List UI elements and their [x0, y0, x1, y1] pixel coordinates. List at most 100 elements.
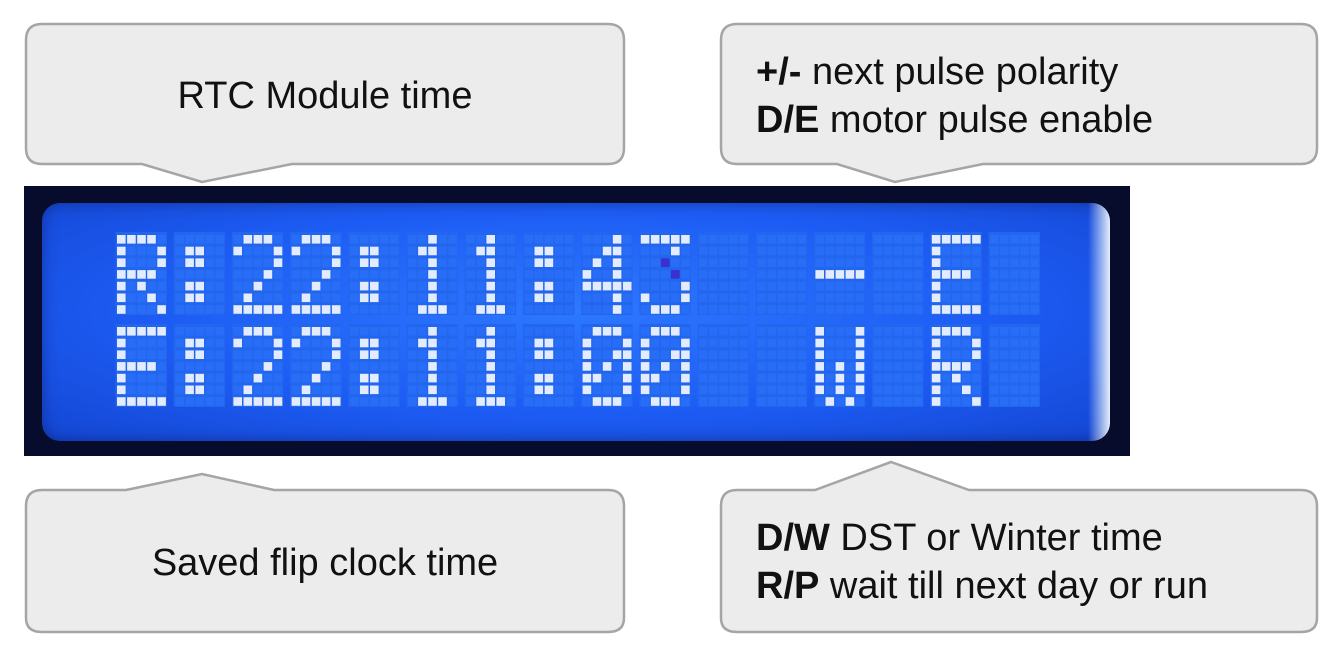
lcd-pixel-off — [767, 293, 776, 303]
lcd-pixel-off — [903, 246, 913, 256]
lcd-pixel-off — [321, 246, 331, 256]
lcd-pixel-on — [331, 397, 341, 406]
lcd-pixel-on — [147, 293, 156, 303]
lcd-pixel-off — [349, 373, 359, 383]
lcd-pixel-on — [486, 235, 495, 244]
lcd-pixel-off — [253, 362, 263, 371]
lcd-pixel-off — [233, 385, 242, 395]
lcd-pixel-off — [757, 362, 766, 371]
lcd-pixel-off — [903, 281, 913, 291]
lcd-pixel-on — [612, 235, 622, 244]
lcd-pixel-on — [321, 305, 331, 314]
lcd-pixel-off — [825, 385, 835, 395]
lcd-pixel-off — [127, 258, 136, 267]
lcd-pixel-on — [137, 397, 146, 406]
lcd-pixel-on — [622, 362, 632, 371]
lcd-pixel-on — [640, 350, 650, 359]
lcd-pixel-off — [349, 281, 359, 291]
lcd-pixel-off — [448, 270, 457, 279]
lcd-pixel-on — [582, 350, 592, 359]
lcd-pixel-on — [291, 397, 301, 406]
lcd-pixel-off — [640, 305, 650, 314]
lcd-pixel-on — [157, 327, 166, 336]
lcd-pixel-off — [147, 350, 156, 359]
lcd-pixel-off — [380, 305, 389, 314]
lcd-pixel-on — [855, 373, 865, 383]
lcd-pixel-off — [215, 270, 225, 279]
wait-run-key: R/P — [756, 565, 820, 607]
lcd-pixel-off — [564, 281, 574, 291]
lcd-pixel-off — [972, 373, 981, 383]
lcd-pixel-off — [729, 385, 738, 395]
lcd-pixel-on — [185, 281, 194, 291]
lcd-pixel-off — [205, 397, 214, 406]
lcd-pixel-off — [709, 246, 718, 256]
lcd-pixel-off — [873, 350, 883, 359]
lcd-pixel-on — [243, 293, 253, 303]
lcd-pixel-off — [137, 350, 146, 359]
lcd-pixel-off — [825, 258, 835, 267]
lcd-pixel-off — [564, 385, 574, 395]
lcd-pixel-off — [903, 258, 913, 267]
lcd-pixel-off — [671, 258, 680, 267]
lcd-pixel-off — [137, 246, 146, 256]
lcd-pixel-off — [1010, 281, 1019, 291]
lcd-pixel-off — [797, 258, 807, 267]
lcd-pixel-off — [564, 397, 574, 406]
lcd-pixel-on — [185, 350, 194, 359]
lcd-pixel-off — [466, 270, 475, 279]
lcd-pixel-off — [699, 373, 708, 383]
lcd-pixel-off — [524, 373, 533, 383]
lcd-pixel-off — [592, 305, 602, 314]
lcd-pixel-on — [359, 350, 369, 359]
lcd-pixel-off — [699, 338, 708, 348]
lcd-pixel-off — [787, 281, 796, 291]
lcd-pixel-on — [534, 385, 544, 395]
lcd-pixel-off — [554, 258, 564, 267]
lcd-pixel-off — [564, 246, 574, 256]
lcd-pixel-off — [466, 235, 475, 244]
lcd-pixel-on — [428, 235, 437, 244]
lcd-pixel-on — [592, 397, 602, 406]
lcd-pixel-on — [263, 235, 273, 244]
lcd-pixel-off — [157, 281, 166, 291]
lcd-pixel-off — [739, 338, 748, 348]
lcd-pixel-off — [709, 293, 718, 303]
lcd-pixel-off — [729, 293, 738, 303]
lcd-pixel-off — [855, 293, 865, 303]
lcd-pixel-on — [972, 305, 981, 314]
lcd-pixel-on — [263, 270, 273, 279]
lcd-pixel-off — [311, 246, 321, 256]
lcd-pixel-on — [185, 385, 194, 395]
motor-pulse-text: motor pulse enable — [819, 99, 1154, 141]
lcd-pixel-off — [448, 385, 457, 395]
lcd-pixel-off — [554, 373, 564, 383]
lcd-pixel-off — [757, 327, 766, 336]
lcd-pixel-off — [797, 362, 807, 371]
lcd-pixel-on — [931, 235, 941, 244]
lcd-pixel-off — [506, 270, 516, 279]
lcd-pixel-off — [612, 362, 622, 371]
lcd-pixel-on — [273, 305, 283, 314]
lcd-pixel-on — [291, 246, 301, 256]
lcd-pixel-on — [640, 373, 650, 383]
lcd-pixel-off — [873, 293, 883, 303]
lcd-pixel-off — [215, 350, 225, 359]
lcd-pixel-off — [699, 305, 708, 314]
lcd-pixel-off — [962, 373, 971, 383]
lcd-pixel-on — [544, 246, 554, 256]
lcd-pixel-on — [359, 373, 369, 383]
lcd-pixel-off — [739, 235, 748, 244]
lcd-pixel-off — [729, 327, 738, 336]
lcd-pixel-off — [972, 385, 981, 395]
lcd-pixel-off — [893, 258, 903, 267]
lcd-pixel-off — [787, 246, 796, 256]
lcd-pixel-off — [815, 305, 824, 314]
lcd-pixel-off — [582, 305, 592, 314]
lcd-pixel-off — [205, 270, 214, 279]
lcd-pixel-on — [931, 338, 941, 348]
lcd-pixel-off — [873, 385, 883, 395]
lcd-char-r1-c9 — [639, 324, 691, 407]
lcd-pixel-off — [893, 235, 903, 244]
lcd-pixel-on — [681, 281, 690, 291]
